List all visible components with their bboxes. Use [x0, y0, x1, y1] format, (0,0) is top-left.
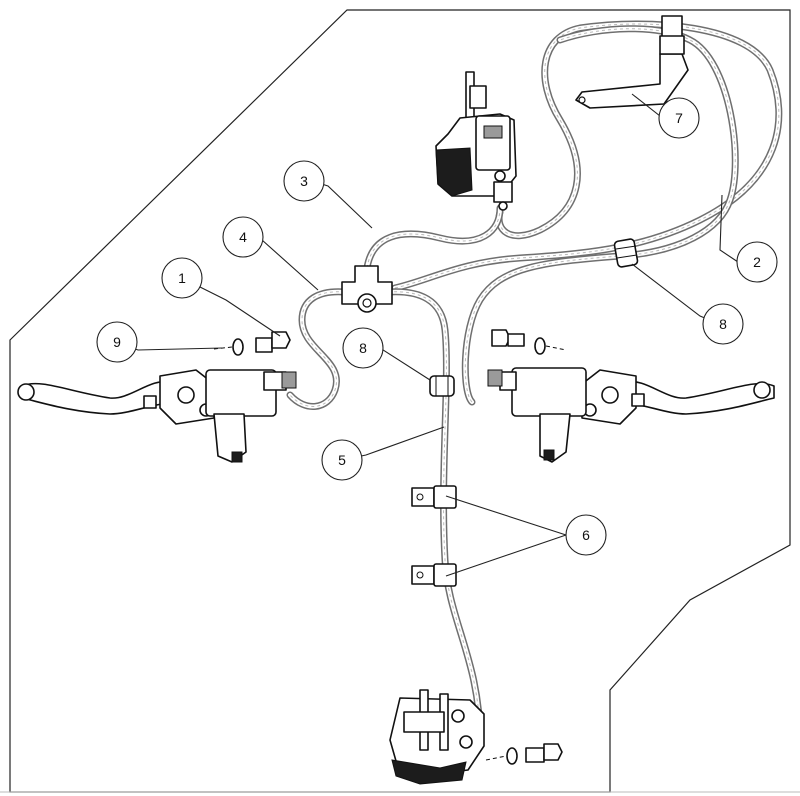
hose-2 — [391, 20, 783, 292]
caliper-bolt — [485, 743, 563, 765]
brake-hoses — [286, 20, 783, 744]
hose-guide-upper — [411, 485, 457, 509]
callout-3: 3 — [283, 160, 325, 202]
callout-6: 6 — [565, 514, 607, 556]
callout-3-label: 3 — [300, 173, 308, 189]
callout-4-label: 4 — [239, 229, 247, 245]
callout-2-label: 2 — [753, 254, 761, 270]
callout-4: 4 — [222, 216, 264, 258]
right-brake-lever-assembly — [487, 367, 775, 463]
callout-9: 9 — [96, 321, 138, 363]
callout-2: 2 — [736, 241, 778, 283]
callout-5: 5 — [321, 439, 363, 481]
callout-6-label: 6 — [582, 527, 590, 543]
callout-7-label: 7 — [675, 110, 683, 126]
hose-clip-center — [429, 375, 455, 397]
banjo-bolt-left — [213, 331, 291, 356]
hose-guide-lower — [411, 563, 457, 587]
callout-1: 1 — [161, 257, 203, 299]
callout-8-center: 8 — [342, 327, 384, 369]
callout-1-label: 1 — [178, 270, 186, 286]
callout-8-center-label: 8 — [359, 340, 367, 356]
callout-8-right: 8 — [702, 303, 744, 345]
callout-9-label: 9 — [113, 334, 121, 350]
hose-5 — [384, 288, 484, 744]
t-fitting — [341, 265, 393, 313]
hose-3 — [363, 204, 504, 272]
banjo-bolt-right — [491, 329, 567, 355]
hose-clip-right — [613, 238, 639, 268]
left-brake-lever-assembly — [17, 369, 297, 463]
front-brake-caliper — [389, 689, 485, 785]
callout-8-right-label: 8 — [719, 316, 727, 332]
hose-4 — [286, 288, 349, 410]
callout-5-label: 5 — [338, 452, 346, 468]
rear-master-cylinder — [435, 71, 517, 211]
callout-7: 7 — [658, 97, 700, 139]
brake-pedal-rod — [575, 15, 689, 109]
